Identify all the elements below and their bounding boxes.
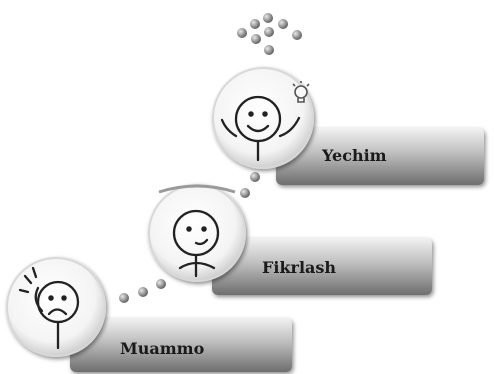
- idea-dots-cluster: [237, 13, 302, 55]
- step-bar-fikrlash: [212, 238, 432, 295]
- connector-dots: [119, 172, 260, 303]
- step-bar-yechim: [276, 128, 484, 185]
- worried-face-icon: [6, 257, 106, 357]
- thinking-face-icon: [148, 184, 246, 282]
- lightbulb-icon: [292, 81, 310, 103]
- step-bar-muammo: [70, 318, 292, 372]
- happy-face-lightbulb-icon: [212, 67, 314, 169]
